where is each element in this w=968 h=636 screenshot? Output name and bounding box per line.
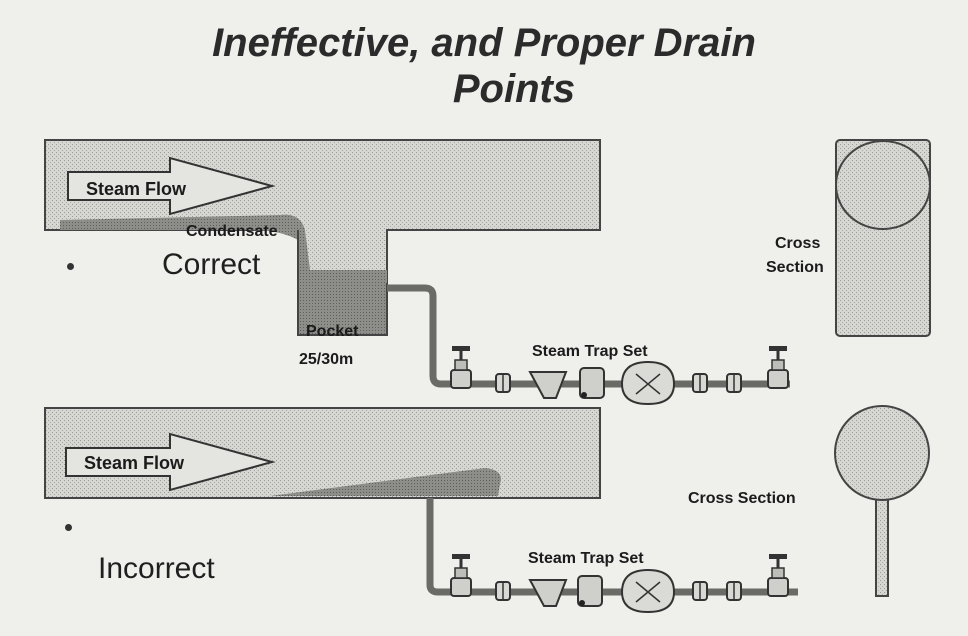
bottom-drain-line [426,498,798,596]
condensate-label: Condensate [186,223,278,240]
bottom-cross-section [834,405,930,501]
bottom-trap-body [577,575,603,607]
status-incorrect: Incorrect [98,552,215,585]
bottom-strainer [528,579,568,607]
top-trap-label: Steam Trap Set [532,343,648,360]
bottom-cross-section-label: Cross Section [688,490,796,507]
bottom-union-3 [726,581,742,601]
top-isolation-valve-right [766,344,790,390]
top-cross-section-label-1: Cross [775,235,820,252]
bottom-flow-label: Steam Flow [84,453,185,473]
bottom-flow-arrow [65,432,276,492]
incorrect-diagram [44,405,930,614]
bullet-incorrect [65,524,72,531]
page-title: Ineffective, and Proper Drain Points [0,20,968,112]
title-line-2: Points [452,67,576,111]
bottom-trap-cap [620,568,676,614]
bottom-union-2 [692,581,708,601]
top-union-1 [495,373,511,393]
top-trap-cap [620,360,676,406]
bottom-isolation-valve-left [449,552,473,598]
top-flow-arrow [67,156,276,216]
bottom-condensate [270,468,501,496]
bottom-trap-label: Steam Trap Set [528,550,644,567]
drip-pocket [297,230,388,336]
top-main-pipe [44,139,601,284]
top-strainer [528,371,568,399]
correct-diagram [44,139,931,406]
title-line-1: Ineffective, and Proper Drain [212,21,756,65]
top-union-3 [726,373,742,393]
status-correct: Correct [162,248,261,281]
bottom-cross-section-leg [875,487,889,597]
top-trap-body [579,367,605,399]
bottom-union-1 [495,581,511,601]
bullet-correct [67,263,74,270]
top-condensate [60,214,387,335]
top-cross-section-label-2: Section [766,259,824,276]
top-union-2 [692,373,708,393]
top-isolation-valve-left [449,344,473,390]
top-flow-label: Steam Flow [86,179,187,199]
pocket-spacing-label: 25/30m [299,351,353,368]
bottom-isolation-valve-right [766,552,790,598]
pocket-label: Pocket [306,323,359,340]
top-drain-line [387,284,790,388]
